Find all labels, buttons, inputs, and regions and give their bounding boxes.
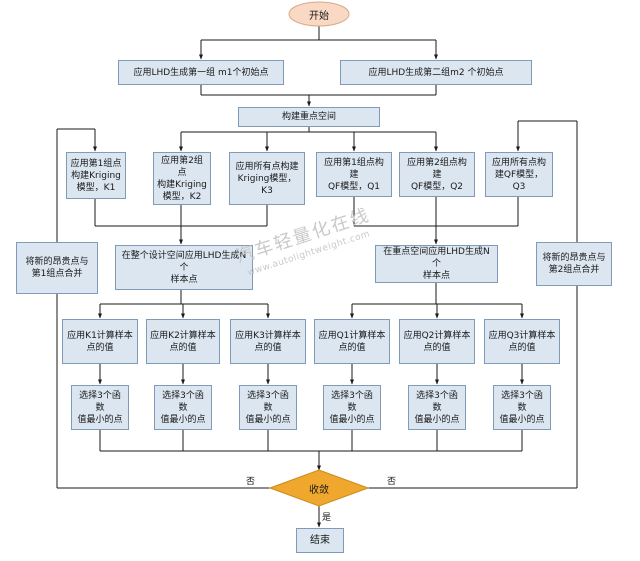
model-q3-box: 应用所有点构 建QF模型，Q3 [485, 152, 553, 197]
converge-decision-shape [268, 469, 370, 507]
select-k3-box: 选择3个函数 值最小的点 [239, 385, 297, 430]
no-right-label: 否 [387, 477, 397, 487]
sample-full-space-box: 在整个设计空间应用LHD生成N个 样本点 [115, 245, 253, 290]
end-box: 结束 [296, 528, 344, 553]
model-k3-box: 应用所有点构建 Kriging模型，K3 [229, 152, 305, 205]
calc-k1-box: 应用K1计算样本 点的值 [62, 319, 138, 364]
build-focus-space-box: 构建重点空间 [238, 107, 380, 127]
calc-q3-box: 应用Q3计算样本 点的值 [484, 319, 560, 364]
init-first-group-box: 应用LHD生成第一组 m1个初始点 [118, 60, 284, 85]
model-k1-box: 应用第1组点 构建Kriging 模型，K1 [66, 152, 126, 199]
calc-k3-box: 应用K3计算样本 点的值 [230, 319, 306, 364]
merge-right-box: 将新的昂贵点与 第2组点合并 [536, 242, 612, 286]
select-q1-box: 选择3个函数 值最小的点 [323, 385, 381, 430]
start-terminal-shape [288, 1, 350, 27]
calc-q1-box: 应用Q1计算样本 点的值 [314, 319, 390, 364]
select-k1-box: 选择3个函数 值最小的点 [71, 385, 129, 430]
sample-focus-space-box: 在重点空间应用LHD生成N个 样本点 [375, 245, 498, 283]
merge-left-box: 将新的昂贵点与 第1组点合并 [16, 242, 98, 294]
calc-k2-box: 应用K2计算样本 点的值 [146, 319, 220, 364]
start-terminal: 开始 [309, 10, 329, 22]
select-q3-box: 选择3个函数 值最小的点 [493, 385, 551, 430]
calc-q2-box: 应用Q2计算样本 点的值 [399, 319, 475, 364]
model-q1-box: 应用第1组点构建 QF模型，Q1 [316, 152, 392, 197]
model-k2-box: 应用第2组点 构建Kriging 模型，K2 [153, 152, 211, 205]
converge-decision-label: 收敛 [309, 484, 329, 496]
yes-label: 是 [322, 513, 332, 523]
select-q2-box: 选择3个函数 值最小的点 [408, 385, 466, 430]
init-second-group-box: 应用LHD生成第二组m2 个初始点 [340, 60, 532, 85]
model-q2-box: 应用第2组点构建 QF模型，Q2 [399, 152, 475, 197]
select-k2-box: 选择3个函数 值最小的点 [154, 385, 212, 430]
no-left-label: 否 [246, 477, 256, 487]
